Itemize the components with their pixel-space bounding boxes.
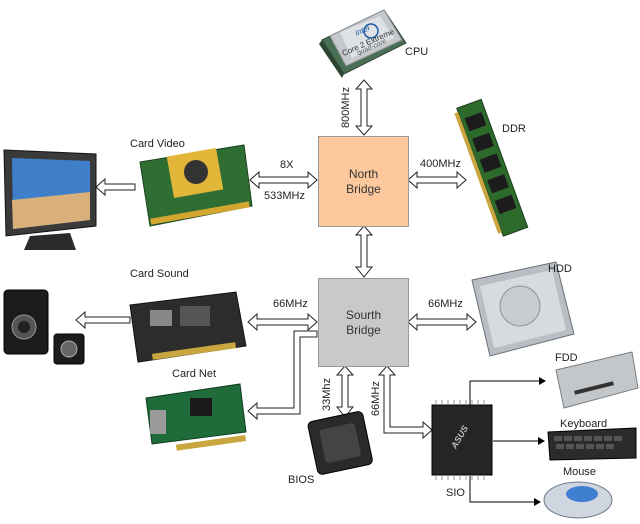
south-bridge: Sourth Bridge xyxy=(318,278,409,367)
mouse-image xyxy=(543,481,613,519)
bus-southbridge-net xyxy=(247,330,318,421)
bus-ddr-northbridge xyxy=(407,170,467,190)
bus-label-video-top: 8X xyxy=(280,159,294,171)
bus-sound-southbridge xyxy=(247,312,318,332)
bus-southbridge-sio xyxy=(377,365,433,440)
north-bridge-label-line2: Bridge xyxy=(346,181,381,196)
south-bridge-label-line1: Sourth xyxy=(345,307,382,322)
ddr-label: DDR xyxy=(502,123,526,135)
north-bridge-label-line1: North xyxy=(348,166,379,181)
north-bridge: North Bridge xyxy=(318,136,409,227)
south-bridge-label-line2: Bridge xyxy=(346,322,381,337)
card-video-label: Card Video xyxy=(130,138,185,150)
ddr-image xyxy=(454,98,529,237)
bios-label: BIOS xyxy=(288,474,315,486)
bus-label-sio: 66MHz xyxy=(370,381,382,416)
bus-southbridge-hdd xyxy=(407,312,477,332)
keyboard-image xyxy=(547,427,637,461)
arrow-video-monitor xyxy=(95,177,136,197)
bus-video-northbridge xyxy=(249,170,318,190)
bus-north-south xyxy=(354,225,374,278)
card-video-image xyxy=(139,144,253,227)
bus-southbridge-bios xyxy=(335,365,355,418)
sio-image xyxy=(431,400,493,480)
card-sound-image xyxy=(129,291,247,363)
speakers-image xyxy=(3,289,85,365)
card-sound-label: Card Sound xyxy=(130,268,189,280)
sio-label: SIO xyxy=(446,487,465,499)
cpu-image xyxy=(319,9,407,78)
card-net-label: Card Net xyxy=(172,368,217,380)
fdd-label: FDD xyxy=(555,352,578,364)
bus-label-hdd: 66MHz xyxy=(428,298,463,310)
keyboard-label: Keyboard xyxy=(560,418,608,430)
bios-image xyxy=(307,411,373,475)
line-sio-mouse xyxy=(469,476,541,506)
cpu-label: CPU xyxy=(405,46,429,58)
line-sio-fdd xyxy=(469,377,546,405)
card-net-image xyxy=(145,383,247,451)
bus-label-bios: 33Mhz xyxy=(321,377,333,411)
arrow-sound-speakers xyxy=(75,310,131,330)
bus-label-cpu: 800MHz xyxy=(340,87,352,128)
bus-label-south-left: 66MHz xyxy=(273,298,308,310)
fdd-image xyxy=(555,351,639,409)
hdd-label: HDD xyxy=(548,263,572,275)
monitor-image xyxy=(3,149,97,250)
hdd-image xyxy=(471,261,575,357)
bus-cpu-northbridge xyxy=(354,79,374,136)
mouse-label: Mouse xyxy=(563,466,597,478)
bus-label-ddr: 400MHz xyxy=(420,158,461,170)
bus-label-video-bottom: 533MHz xyxy=(264,190,305,202)
